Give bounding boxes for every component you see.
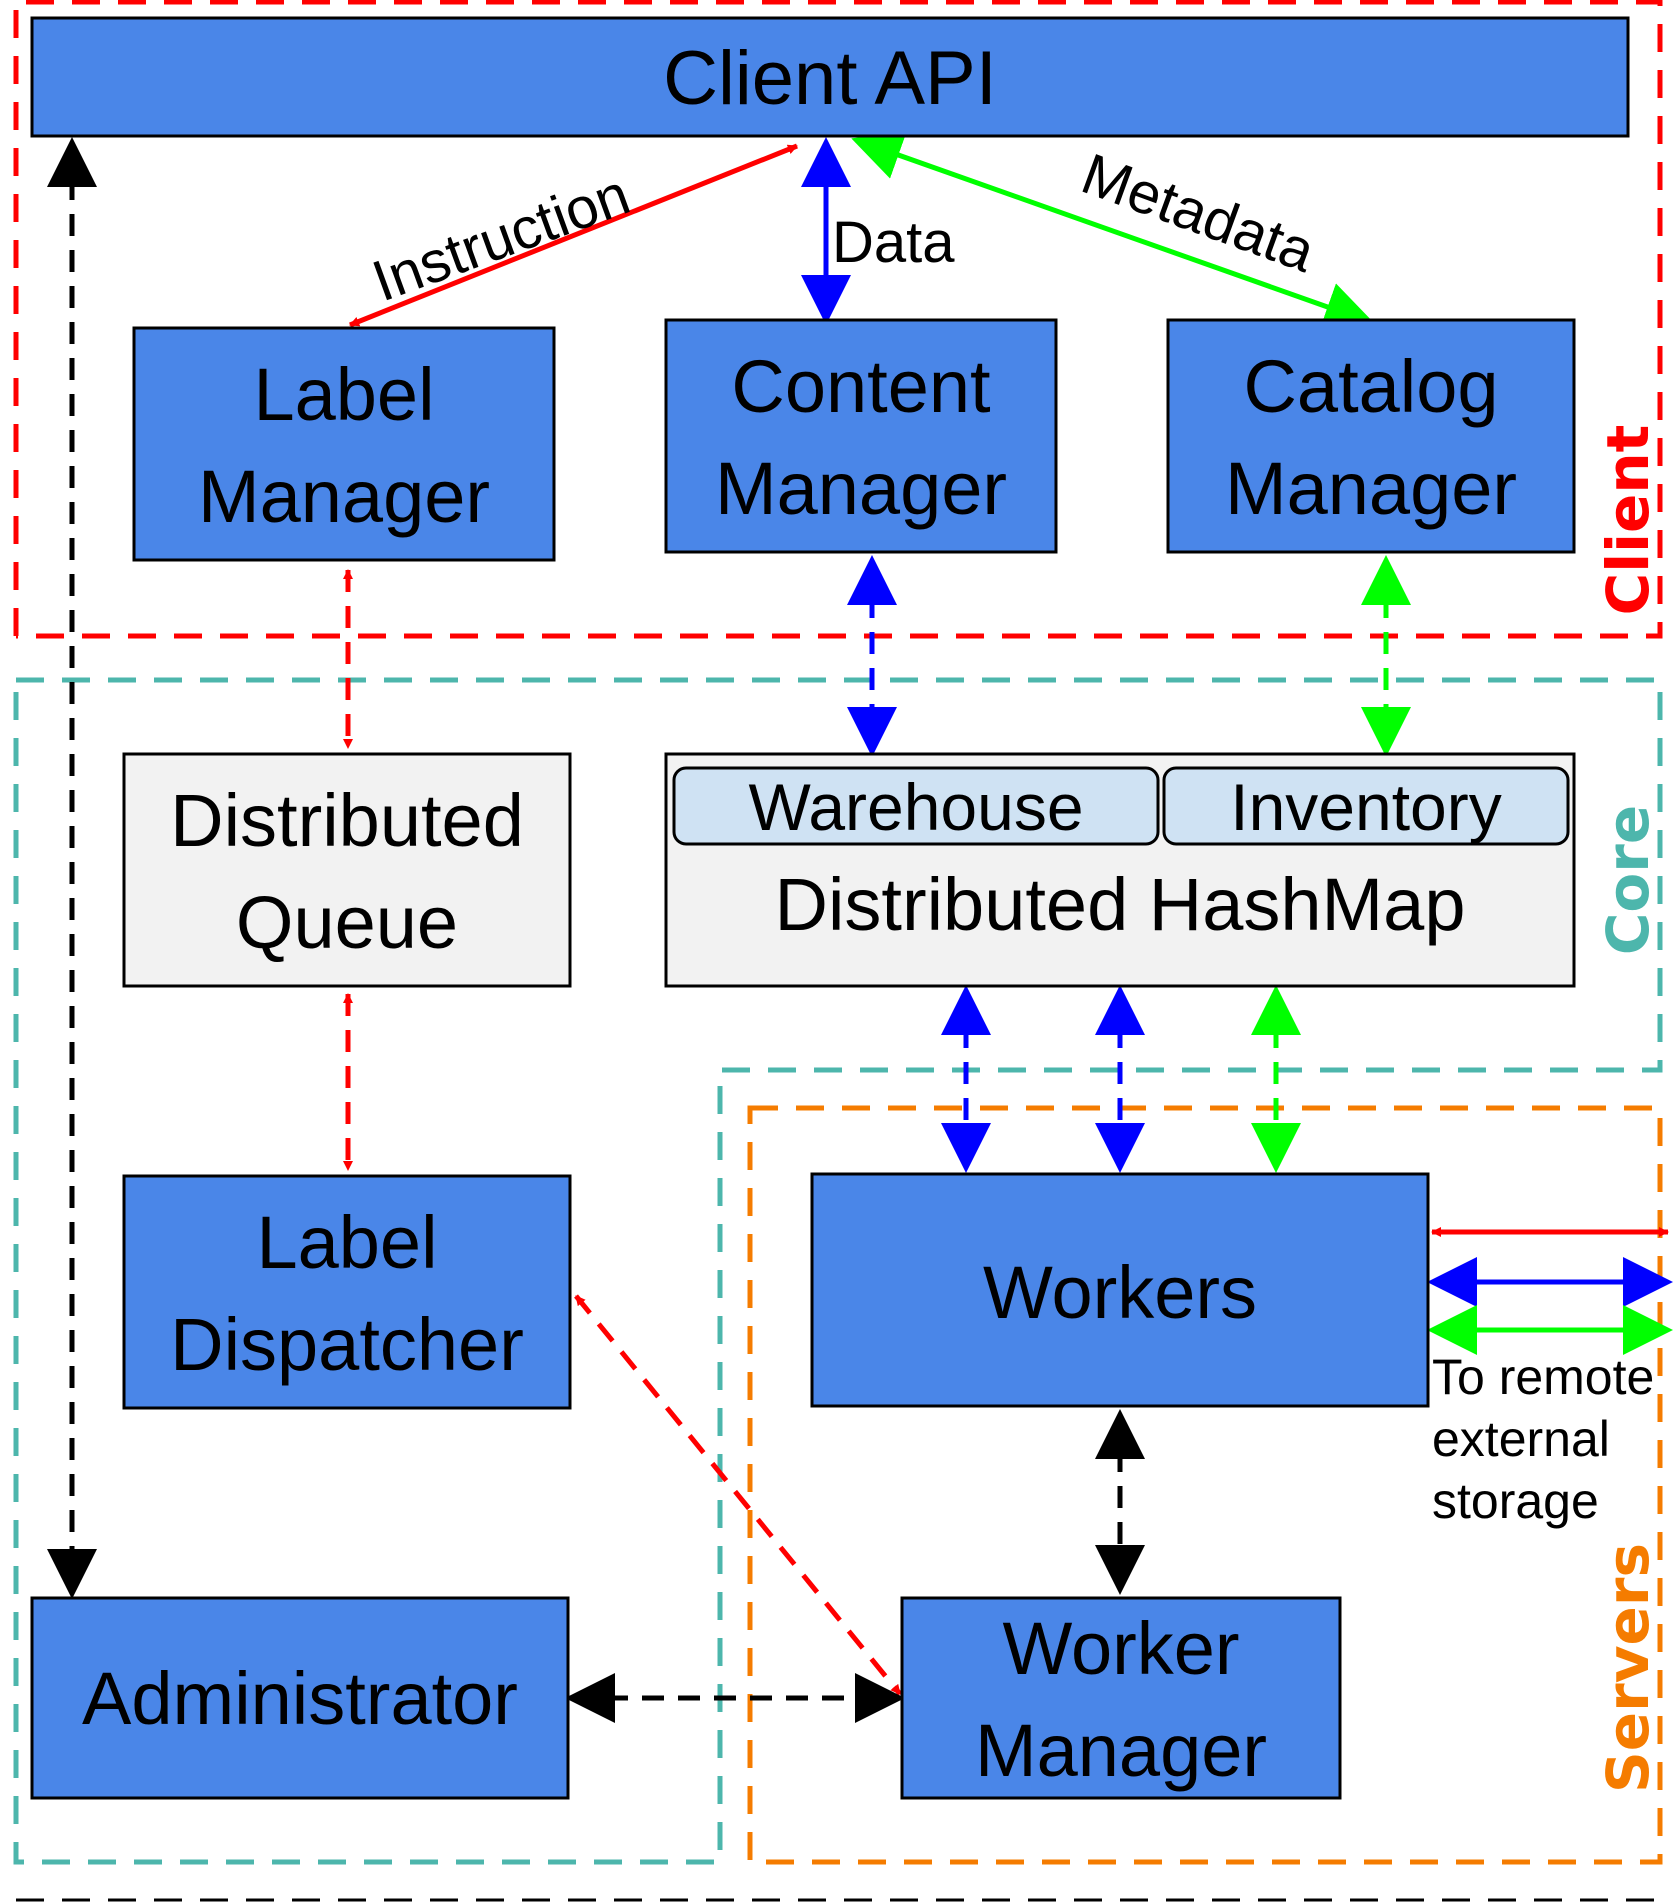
- content-manager-box: Content Manager: [664, 318, 1058, 554]
- distributed-queue-box: Distributed Queue: [122, 752, 572, 988]
- workers-box: Workers: [810, 1172, 1430, 1408]
- distributed-hashmap-box: Warehouse Inventory Distributed HashMap: [664, 752, 1576, 988]
- label-dispatcher-line2: Dispatcher: [170, 1303, 524, 1386]
- warehouse-label: Warehouse: [748, 770, 1083, 844]
- data-label: Data: [832, 210, 955, 275]
- catalog-manager-line1: Catalog: [1243, 345, 1498, 428]
- warehouse-partition: [672, 766, 1160, 846]
- inventory-partition: [1162, 766, 1570, 846]
- catalog-manager-line2: Manager: [1225, 447, 1517, 530]
- label-dispatcher-line1: Label: [256, 1201, 437, 1284]
- workers-label: Workers: [983, 1251, 1257, 1334]
- administrator-box: Administrator: [30, 1596, 570, 1800]
- content-manager-line2: Manager: [715, 447, 1007, 530]
- core-region-label: Core: [1594, 805, 1662, 955]
- worker-manager-box: Worker Manager: [900, 1596, 1342, 1800]
- instruction-edge: [349, 143, 798, 328]
- content-manager-line1: Content: [731, 345, 991, 428]
- label-dispatcher-box: Label Dispatcher: [122, 1174, 572, 1410]
- distributed-queue-line1: Distributed: [170, 779, 524, 862]
- remote-storage-note-line2: external: [1432, 1411, 1610, 1467]
- inventory-label: Inventory: [1230, 770, 1501, 844]
- distributed-hashmap-label: Distributed HashMap: [775, 863, 1466, 946]
- dispatcher-workermanager-edge: [574, 1294, 902, 1696]
- core-region-outline: [13, 677, 1663, 1865]
- administrator-label: Administrator: [82, 1657, 518, 1740]
- metadata-edge: [851, 131, 1375, 331]
- label-manager-line1: Label: [253, 353, 434, 436]
- instruction-label: Instruction: [364, 162, 638, 315]
- remote-storage-note-line1: To remote: [1432, 1349, 1654, 1405]
- label-manager-box: Label Manager: [132, 326, 556, 562]
- worker-manager-line1: Worker: [1002, 1607, 1239, 1690]
- catalog-manager-box: Catalog Manager: [1166, 318, 1576, 554]
- client-api-box: Client API: [30, 16, 1630, 138]
- client-region-outline: [13, 0, 1663, 639]
- distributed-queue-line2: Queue: [236, 881, 458, 964]
- worker-manager-line2: Manager: [975, 1709, 1267, 1792]
- remote-storage-note-line3: storage: [1432, 1473, 1599, 1529]
- client-api-label: Client API: [663, 36, 997, 121]
- label-manager-line2: Manager: [198, 455, 490, 538]
- client-region-label: Client: [1594, 425, 1662, 616]
- servers-region-label: Servers: [1594, 1543, 1662, 1793]
